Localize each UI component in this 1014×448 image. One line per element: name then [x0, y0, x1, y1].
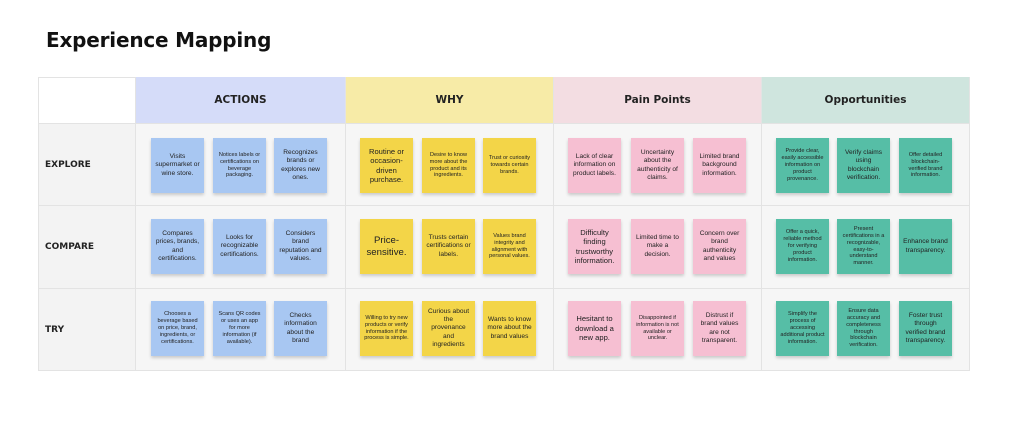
sticky-note[interactable]: Provide clear, easily accessible informa…: [776, 138, 829, 193]
corner-cell: [38, 77, 136, 124]
sticky-note[interactable]: Recognizes brands or explores new ones.: [274, 138, 327, 193]
sticky-note[interactable]: Values brand integrity and alignment wit…: [483, 219, 536, 274]
sticky-note[interactable]: Offer a quick, reliable method for verif…: [776, 219, 829, 274]
sticky-note[interactable]: Visits supermarket or wine store.: [151, 138, 204, 193]
sticky-note[interactable]: Trusts certain certifications or labels.: [422, 219, 475, 274]
sticky-note[interactable]: Enhance brand transparency.: [899, 219, 952, 274]
sticky-note[interactable]: Simplify the process of accessing additi…: [776, 301, 829, 356]
sticky-note[interactable]: Uncertainty about the authenticity of cl…: [631, 138, 684, 193]
sticky-note[interactable]: Verify claims using blockchain verificat…: [837, 138, 890, 193]
sticky-note[interactable]: Difficulty finding trustworthy informati…: [568, 219, 621, 274]
sticky-note[interactable]: Wants to know more about the brand value…: [483, 301, 536, 356]
row-label-try: TRY: [38, 289, 136, 371]
row-label-compare: COMPARE: [38, 206, 136, 289]
sticky-note[interactable]: Limited brand background information.: [693, 138, 746, 193]
sticky-note[interactable]: Desire to know more about the product an…: [422, 138, 475, 193]
sticky-note[interactable]: Offer detailed blockchain-verified brand…: [899, 138, 952, 193]
sticky-note[interactable]: Scans QR codes or uses an app for more i…: [213, 301, 266, 356]
sticky-note[interactable]: Trust or curiosity towards certain brand…: [483, 138, 536, 193]
sticky-note[interactable]: Concern over brand authenticity and valu…: [693, 219, 746, 274]
experience-map-board: ACTIONS WHY Pain Points Opportunities EX…: [38, 77, 970, 371]
sticky-note[interactable]: Distrust if brand values are not transpa…: [693, 301, 746, 356]
sticky-note[interactable]: Lack of clear information on product lab…: [568, 138, 621, 193]
sticky-note[interactable]: Price-sensitive.: [360, 219, 413, 274]
column-header-pain-points: Pain Points: [554, 77, 762, 124]
sticky-note[interactable]: Foster trust through verified brand tran…: [899, 301, 952, 356]
column-header-opportunities: Opportunities: [762, 77, 970, 124]
sticky-note[interactable]: Looks for recognizable certifications.: [213, 219, 266, 274]
sticky-note[interactable]: Hesitant to download a new app.: [568, 301, 621, 356]
sticky-note[interactable]: Curious about the provenance and ingredi…: [422, 301, 475, 356]
sticky-note[interactable]: Disappointed if information is not avail…: [631, 301, 684, 356]
sticky-note[interactable]: Compares prices, brands, and certificati…: [151, 219, 204, 274]
sticky-note[interactable]: Willing to try new products or verify in…: [360, 301, 413, 356]
sticky-note[interactable]: Notices labels or certifications on beve…: [213, 138, 266, 193]
sticky-note[interactable]: Limited time to make a decision.: [631, 219, 684, 274]
sticky-note[interactable]: Considers brand reputation and values.: [274, 219, 327, 274]
column-header-why: WHY: [346, 77, 554, 124]
sticky-note[interactable]: Present certifications in a recognizable…: [837, 219, 890, 274]
sticky-note[interactable]: Checks information about the brand: [274, 301, 327, 356]
column-header-actions: ACTIONS: [136, 77, 346, 124]
row-label-explore: EXPLORE: [38, 124, 136, 206]
sticky-note[interactable]: Ensure data accuracy and completeness th…: [837, 301, 890, 356]
sticky-note[interactable]: Routine or occasion-driven purchase.: [360, 138, 413, 193]
page-title: Experience Mapping: [46, 28, 272, 52]
sticky-note[interactable]: Chooses a beverage based on price, brand…: [151, 301, 204, 356]
